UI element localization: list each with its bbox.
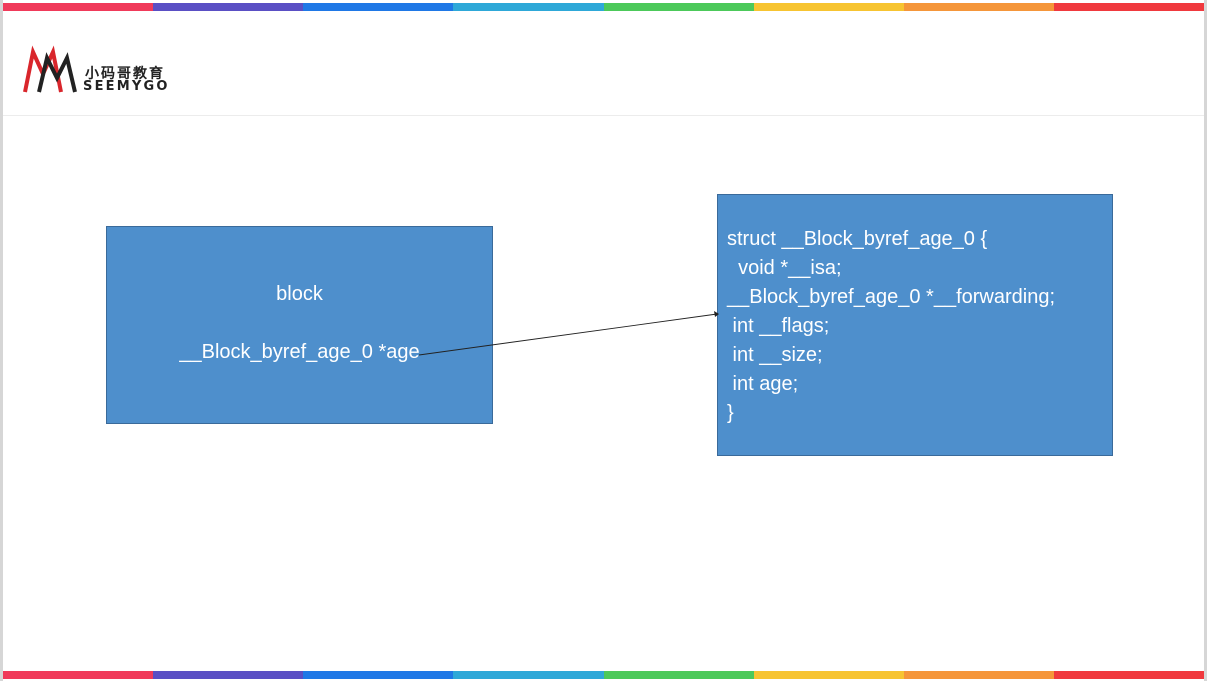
color-stripe [903,671,1054,679]
struct-code-line: int __flags; [727,315,830,337]
struct-code-line: void *__isa; [727,257,842,279]
brand-logo: 小码哥教育 SEEMYGO [21,44,191,98]
color-stripe [753,671,904,679]
block-box: block __Block_byref_age_0 *age [106,226,493,424]
color-stripe [603,671,754,679]
color-stripe [903,3,1054,11]
struct-box: struct __Block_byref_age_0 { void *__isa… [717,194,1113,456]
color-stripe [153,671,304,679]
color-stripe [1053,3,1204,11]
color-stripe [303,671,454,679]
color-stripe [3,671,154,679]
block-box-field: __Block_byref_age_0 *age [179,341,420,363]
color-stripe [153,3,304,11]
brand-name-en: SEEMYGO [83,79,170,94]
bottom-color-bar [3,671,1204,679]
color-stripe [453,3,604,11]
color-stripe [303,3,454,11]
logo-mark-icon [23,45,77,93]
top-color-bar [3,3,1204,11]
color-stripe [3,3,154,11]
slide: 小码哥教育 SEEMYGO block __Block_byref_age_0 … [3,0,1204,681]
struct-code-line: } [727,402,734,424]
header-divider [3,115,1204,116]
struct-code-line: __Block_byref_age_0 *__forwarding; [727,286,1055,308]
struct-code-line: int __size; [727,344,823,366]
color-stripe [453,671,604,679]
brand-name-cn: 小码哥教育 [85,66,165,82]
color-stripe [603,3,754,11]
color-stripe [753,3,904,11]
color-stripe [1053,671,1204,679]
struct-code: struct __Block_byref_age_0 { void *__isa… [727,225,1055,428]
block-box-title: block [276,283,323,305]
struct-code-line: struct __Block_byref_age_0 { [727,228,988,250]
struct-code-line: int age; [727,373,799,395]
